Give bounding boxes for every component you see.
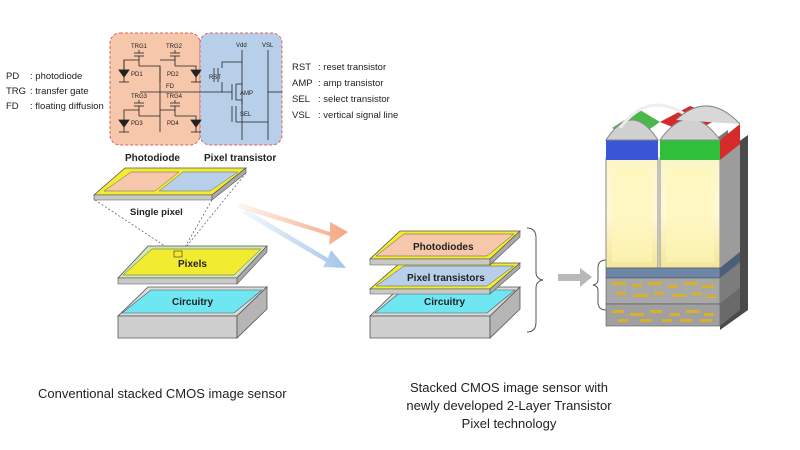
microlens-left	[605, 119, 659, 141]
legend-vsl-desc: : vertical signal line	[318, 110, 398, 121]
photodiode-label: Photodiode	[125, 153, 180, 164]
circuit-label-vsl: VSL	[262, 43, 274, 49]
legend-pd-abbr: PD	[6, 71, 19, 82]
legend-amp-abbr: AMP	[292, 78, 313, 89]
circuit-label-pd1: PD1	[131, 72, 143, 78]
circuit-label-fd: FD	[166, 84, 175, 90]
legend-sel-abbr: SEL	[292, 94, 310, 105]
single-pixel-plate	[92, 167, 248, 201]
circuit-label-vdd: Vdd	[236, 43, 247, 49]
circuit-label-amp: AMP	[240, 91, 253, 97]
legend-amp-desc: : amp transistor	[318, 78, 383, 89]
green-filter	[660, 140, 720, 160]
legend-fd-desc: : floating diffusion	[30, 101, 104, 112]
legend-trg-desc: : transfer gate	[30, 86, 89, 97]
red-filter	[720, 124, 740, 160]
circuit-label-pd2: PD2	[167, 72, 179, 78]
circuit-label-trg4: TRG4	[166, 94, 183, 100]
new-caption-line-2: newly developed 2-Layer Transistor	[406, 398, 612, 413]
new-circuitry-label: Circuitry	[424, 297, 466, 308]
legend-trg-abbr: TRG	[6, 86, 26, 97]
gray-left-arrow	[558, 268, 592, 287]
illustration-bracket	[592, 259, 607, 311]
legend-fd-abbr: FD	[6, 101, 19, 112]
circuit-label-rst: RST	[209, 75, 221, 81]
new-caption-line-1: Stacked CMOS image sensor with	[410, 380, 608, 395]
circuit-label-trg3: TRG3	[131, 94, 148, 100]
blue-filter	[606, 140, 658, 160]
new-caption-line-3: Pixel technology	[462, 416, 557, 431]
legend-rst-desc: : reset transistor	[318, 62, 386, 73]
gold-wiring	[612, 282, 716, 322]
single-pixel-label: Single pixel	[130, 207, 183, 218]
single-pixel-marker	[173, 250, 183, 258]
conventional-caption: Conventional stacked CMOS image sensor	[38, 386, 287, 401]
new-photodiodes-label: Photodiodes	[413, 242, 474, 253]
pixel-transistor-label: Pixel transistor	[204, 153, 276, 164]
circuit-label-trg2: TRG2	[166, 44, 183, 50]
transistor-layer	[605, 277, 721, 305]
legend-right: RST : reset transistor AMP : amp transis…	[292, 62, 398, 121]
transfer-arrows	[238, 203, 348, 268]
circuit-label-pd4: PD4	[167, 121, 179, 127]
new-stack	[368, 230, 522, 339]
new-pixel-transistors-label: Pixel transistors	[407, 273, 485, 284]
legend-sel-desc: : select transistor	[318, 94, 390, 105]
pixel-transistor-region	[199, 32, 283, 146]
circuit-label-pd3: PD3	[131, 121, 143, 127]
pixel-circuit-schematic: TRG1 TRG2 TRG3 TRG4 PD1 PD2 PD3 PD4 FD V…	[109, 32, 283, 146]
pixel-3d-illustration	[605, 103, 748, 330]
legend-pd-desc: : photodiode	[30, 71, 82, 82]
conventional-stack	[117, 245, 268, 339]
legend-vsl-abbr: VSL	[292, 110, 310, 121]
arrow-blue	[242, 209, 346, 268]
conventional-circuitry-label: Circuitry	[172, 297, 214, 308]
legend-rst-abbr: RST	[292, 62, 311, 73]
circuit-wiring	[118, 50, 282, 140]
circuitry-layer	[605, 303, 721, 327]
stack-bracket	[526, 227, 544, 333]
conventional-pixels-label: Pixels	[178, 259, 207, 270]
photodiode-region	[109, 32, 201, 146]
arrow-orange	[238, 203, 348, 245]
legend-left: PD : photodiode TRG : transfer gate FD :…	[6, 71, 104, 112]
circuit-label-sel: SEL	[240, 112, 252, 118]
circuit-label-trg1: TRG1	[131, 44, 148, 50]
